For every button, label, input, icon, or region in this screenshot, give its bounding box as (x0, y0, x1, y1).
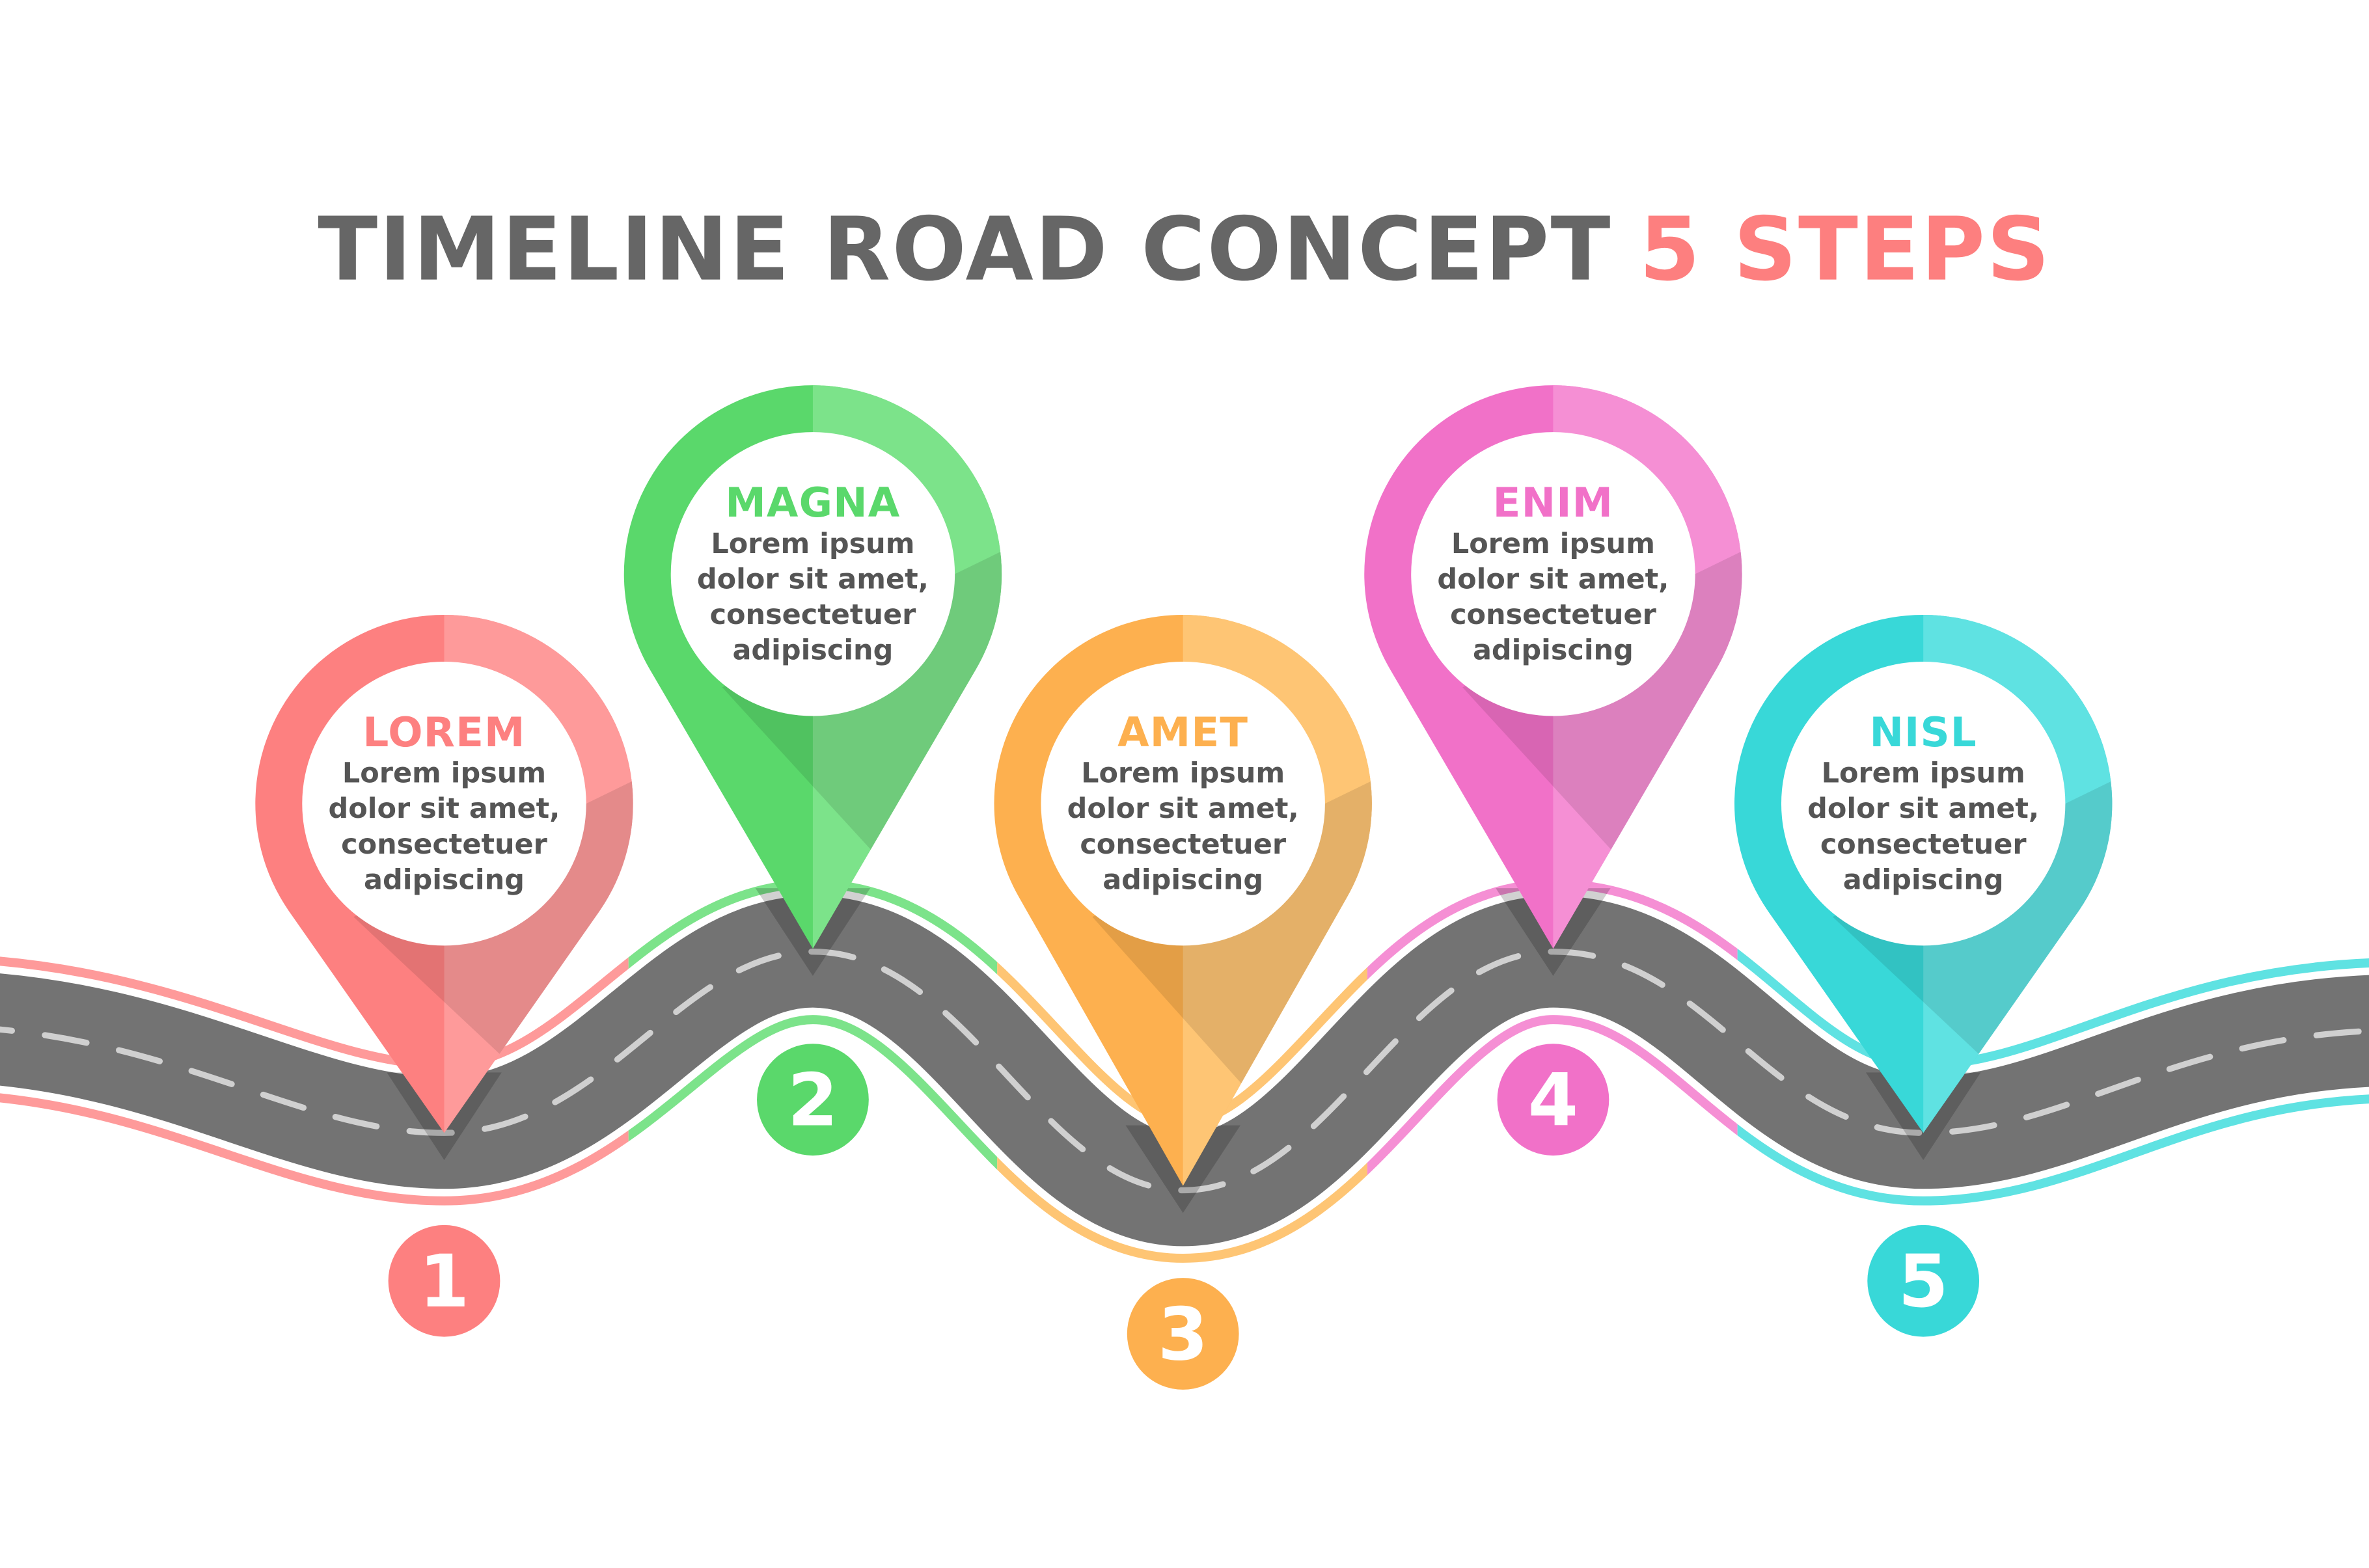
step-description-line: consectetuer (1820, 828, 2027, 861)
step-description-line: consectetuer (1450, 599, 1657, 631)
step-description-line: dolor sit amet, (1437, 563, 1669, 595)
step-description-line: dolor sit amet, (1807, 792, 2039, 825)
step-description-line: Lorem ipsum (342, 757, 546, 790)
title-main: TIMELINE ROAD CONCEPT (318, 198, 1611, 301)
step-number-badge (388, 1224, 500, 1337)
road (0, 879, 2369, 1263)
road-center-line (0, 949, 2369, 1194)
title-highlight: 5 STEPS (1639, 198, 2051, 301)
step-number: 1 (419, 1240, 470, 1324)
page-title: TIMELINE ROAD CONCEPT 5 STEPS (318, 198, 2051, 301)
step-description-line: dolor sit amet, (1067, 792, 1299, 825)
step-description-line: adipiscing (1102, 863, 1263, 896)
step-description-line: dolor sit amet, (697, 563, 929, 595)
pin-content-circle (1041, 661, 1325, 946)
step-description-line: Lorem ipsum (711, 528, 914, 560)
step-number: 2 (787, 1059, 838, 1143)
step-number-badge (1867, 1224, 1980, 1337)
step-title: NISL (1869, 709, 1977, 756)
step-description-line: Lorem ipsum (1081, 757, 1285, 790)
step-number: 4 (1528, 1059, 1579, 1143)
step-description-line: adipiscing (732, 634, 893, 666)
step-description-line: adipiscing (1843, 863, 2004, 896)
step-number-badge (757, 1044, 869, 1156)
step-number-badge (1127, 1278, 1239, 1390)
step-number: 5 (1898, 1240, 1949, 1324)
step-description-line: consectetuer (1080, 828, 1287, 861)
step-title: LOREM (363, 709, 525, 756)
step-description-line: adipiscing (364, 863, 525, 896)
pin-content-circle (1781, 661, 2066, 946)
step-description-line: dolor sit amet, (329, 792, 560, 825)
pin-content-circle (302, 661, 586, 946)
step-description-line: consectetuer (341, 828, 548, 861)
pin-content-circle (670, 432, 955, 716)
step-description-line: adipiscing (1473, 634, 1634, 666)
step-description-line: consectetuer (710, 599, 917, 631)
step-description-line: Lorem ipsum (1451, 528, 1655, 560)
step-description-line: Lorem ipsum (1822, 757, 2025, 790)
step-number-badge (1497, 1044, 1609, 1156)
step-number: 3 (1158, 1293, 1209, 1377)
step-title: MAGNA (725, 479, 900, 526)
step-title: AMET (1117, 709, 1248, 756)
pin-content-circle (1411, 432, 1695, 716)
step-title: ENIM (1493, 479, 1614, 526)
